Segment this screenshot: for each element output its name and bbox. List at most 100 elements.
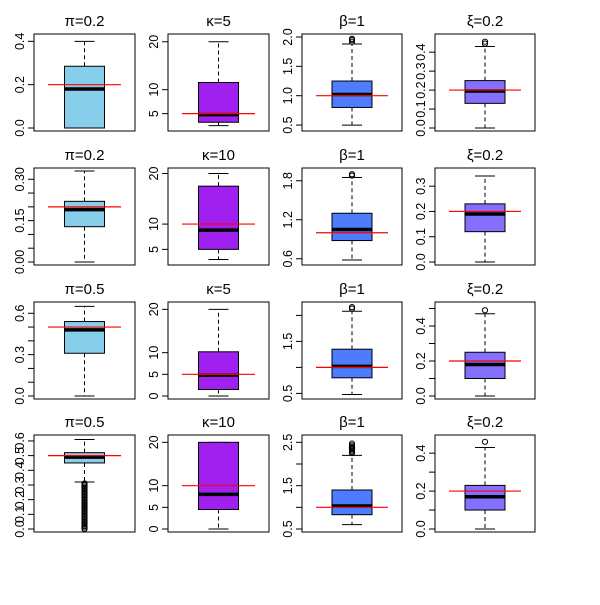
y-tick-label: 0.0 (414, 119, 428, 136)
outlier-point (348, 35, 356, 42)
y-tick-label: 20 (147, 35, 161, 49)
y-tick-label: 5 (147, 110, 161, 117)
y-tick-label: 0.5 (281, 385, 295, 402)
plot-frame (33, 33, 136, 132)
y-tick-label: 0.2 (414, 81, 428, 98)
y-tick-label: 1.5 (281, 58, 295, 75)
iqr-box (331, 489, 373, 516)
y-tick-label: 0.4 (414, 317, 428, 334)
plot-frame (434, 434, 536, 533)
y-tick-label: 0.4 (13, 33, 27, 50)
plot-frame (301, 167, 403, 266)
panel-title: π=0.5 (65, 281, 105, 298)
y-tick-label: 0.2 (13, 76, 27, 93)
panel-title: β=1 (339, 13, 365, 30)
y-tick-label: 0.3 (13, 476, 27, 493)
iqr-box (198, 185, 239, 250)
y-tick-label: 0 (147, 392, 161, 399)
outlier-point (348, 171, 356, 178)
outlier-point (348, 38, 356, 45)
panel-9: π=0.50.00.30.6 (13, 281, 136, 405)
panel-1: π=0.20.00.20.4 (13, 13, 136, 137)
panel-title: ξ=0.2 (467, 281, 503, 298)
y-tick-label: 0.0 (13, 387, 27, 404)
iqr-box (331, 212, 373, 242)
outlier-point (481, 307, 489, 314)
y-tick-label: 0.3 (13, 346, 27, 363)
y-tick-label: 0.6 (281, 250, 295, 267)
y-tick-label: 0.5 (281, 116, 295, 133)
y-tick-label: 10 (147, 83, 161, 97)
panel-title: κ=5 (206, 281, 231, 298)
panel-13: π=0.5 0.00.10.20.30.40.50.6 (13, 414, 136, 538)
y-tick-label: 0.2 (13, 491, 27, 508)
y-tick-label: 0.0 (414, 520, 428, 537)
y-tick-label: 0.5 (281, 520, 295, 537)
plot-frame (434, 167, 536, 266)
y-tick-label: 0.0 (414, 253, 428, 270)
outlier-point (348, 303, 356, 311)
y-tick-label: 0 (147, 525, 161, 532)
plot-frame (167, 33, 270, 132)
y-tick-label: 0.6 (13, 432, 27, 449)
y-tick-label: 20 (147, 435, 161, 449)
y-tick-label: 0.0 (414, 387, 428, 404)
plot-frame (301, 301, 403, 400)
y-tick-label: 0.4 (414, 444, 428, 461)
y-tick-label: 1.5 (281, 333, 295, 350)
y-tick-label: 1.0 (281, 87, 295, 104)
panel-8: ξ=0.20.00.10.20.3 (414, 147, 536, 271)
plot-frame (167, 167, 270, 266)
y-tick-label: 0.0 (13, 520, 27, 537)
plot-frame (434, 33, 536, 132)
panel-4: ξ=0.20.00.10.20.30.4 (414, 13, 536, 137)
iqr-box (198, 351, 239, 390)
panel-title: β=1 (339, 147, 365, 164)
panel-title: π=0.5 (65, 414, 105, 431)
plot-frame (33, 167, 136, 266)
outlier-point (348, 440, 356, 447)
y-tick-label: 20 (147, 302, 161, 316)
panel-3: β=1 0.5 1.0 1.5 2.0 (281, 13, 403, 134)
panel-5: π=0.20.000.150.30 (13, 147, 136, 274)
y-tick-label: 0.2 (414, 203, 428, 220)
y-tick-label: 0.15 (13, 208, 27, 232)
plot-frame (167, 434, 270, 533)
y-tick-label: 0.1 (414, 100, 428, 117)
y-tick-label: 10 (147, 479, 161, 493)
iqr-box (64, 65, 105, 129)
iqr-box (331, 348, 373, 379)
plot-frame (167, 301, 270, 400)
outlier-point (81, 480, 88, 487)
outlier-point (348, 442, 356, 449)
panel-16: ξ=0.20.00.20.4 (414, 414, 536, 538)
y-tick-label: 5 (147, 504, 161, 511)
panel-7: β=10.61.21.8 (281, 147, 403, 267)
y-tick-label: 10 (147, 217, 161, 231)
y-tick-label: 10 (147, 346, 161, 360)
panel-title: β=1 (339, 414, 365, 431)
outlier-point (481, 38, 489, 45)
y-tick-label: 0.1 (13, 506, 27, 523)
y-tick-label: 2.0 (281, 28, 295, 45)
panel-title: κ=10 (202, 414, 235, 431)
y-tick-label: 0.4 (13, 462, 27, 479)
y-tick-label: 0.4 (414, 43, 428, 60)
iqr-box (198, 441, 239, 511)
panel-15: β=10.51.52.5 (281, 414, 403, 538)
y-tick-label: 0.3 (414, 177, 428, 194)
y-tick-label: 0.3 (414, 62, 428, 79)
y-tick-label: 1.5 (281, 477, 295, 494)
plot-frame (301, 434, 403, 533)
y-tick-label: 0.30 (13, 167, 27, 191)
panel-11: β=10.51.5 (281, 281, 403, 402)
plot-frame (33, 301, 136, 400)
y-tick-label: 0.1 (414, 228, 428, 245)
iqr-box (64, 200, 105, 228)
y-tick-label: 0.5 (13, 447, 27, 464)
y-tick-label: 0.0 (13, 119, 27, 136)
iqr-box (464, 203, 506, 233)
panel-title: ξ=0.2 (467, 414, 503, 431)
